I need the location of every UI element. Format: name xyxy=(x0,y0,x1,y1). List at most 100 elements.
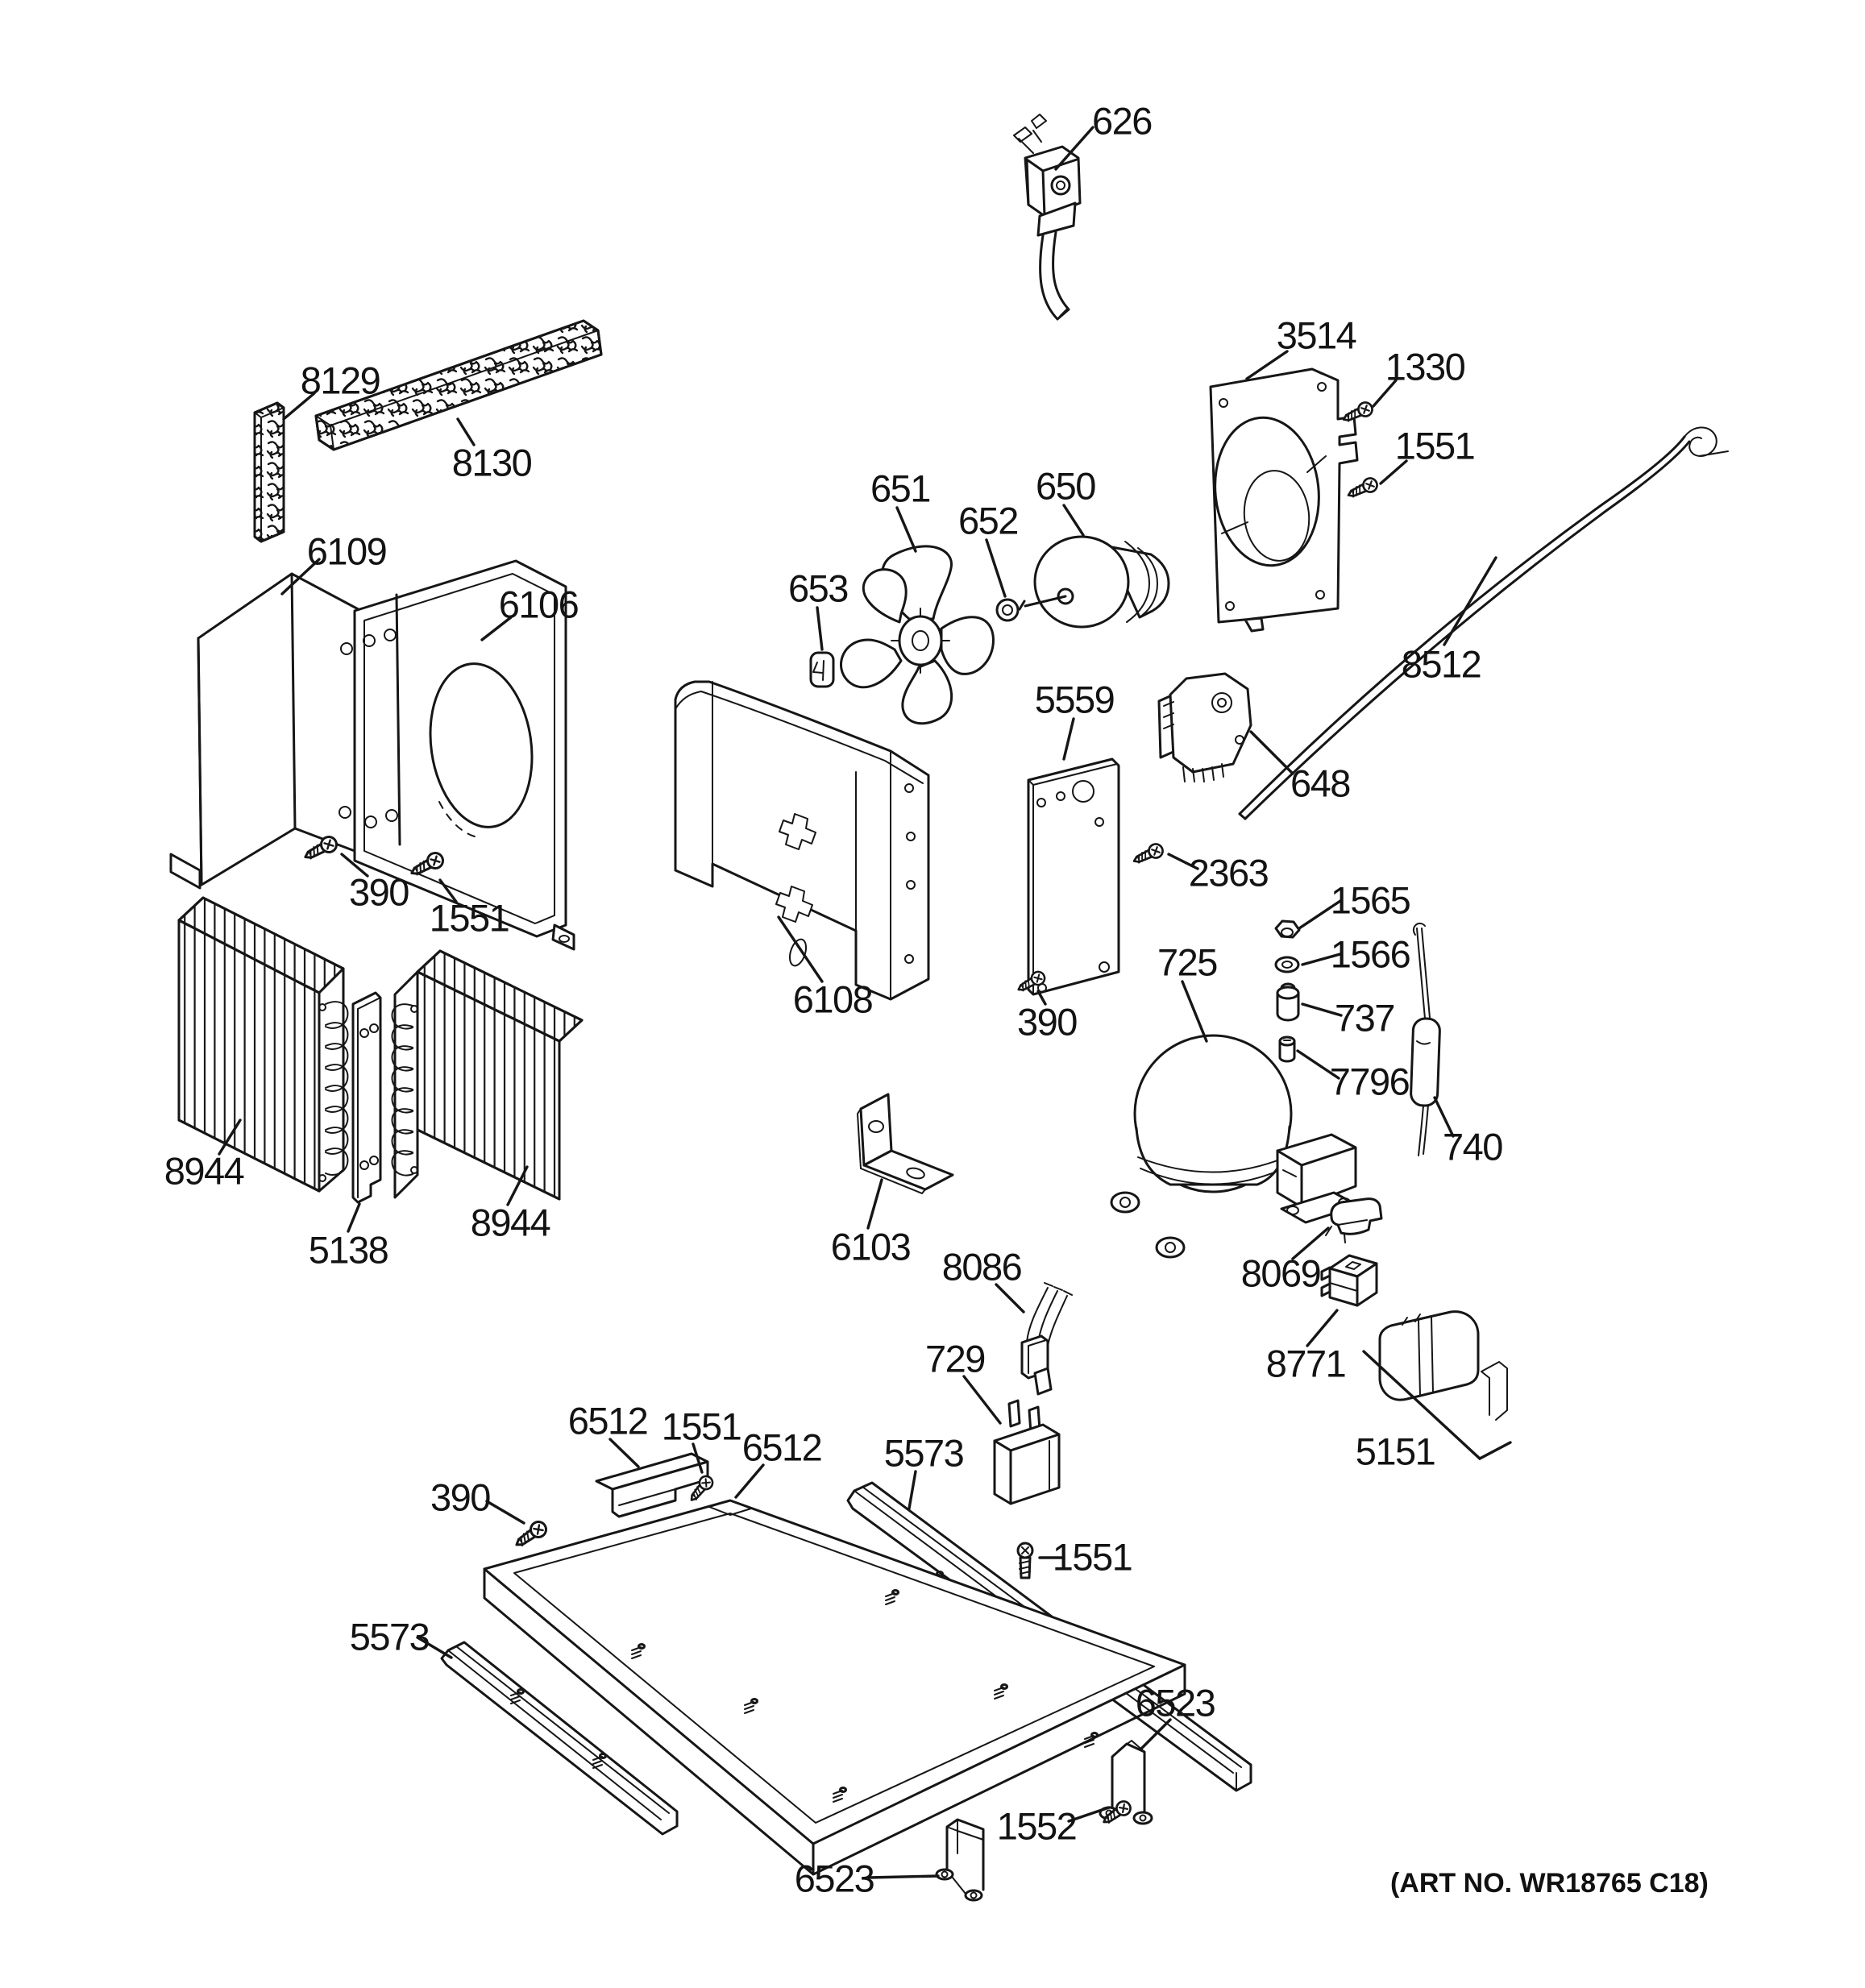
callout-8771-leader xyxy=(1306,1309,1339,1347)
part-1551-screw-bottom xyxy=(1016,1542,1034,1579)
callout-650-label: 650 xyxy=(1036,465,1095,508)
callout-1551-label: 1551 xyxy=(662,1405,741,1448)
callout-8086-label: 8086 xyxy=(942,1246,1022,1289)
callout-1330-leader xyxy=(1372,379,1398,408)
part-8086-harness xyxy=(1020,1282,1073,1396)
callout-5573-leader xyxy=(908,1470,917,1510)
callout-390-label: 390 xyxy=(430,1476,490,1519)
callout-7796-label: 7796 xyxy=(1330,1060,1410,1103)
part-8069-cover xyxy=(1325,1197,1383,1243)
callout-390-leader xyxy=(340,853,369,878)
callout-650-leader xyxy=(1062,504,1085,537)
callout-3514-label: 3514 xyxy=(1277,314,1356,357)
callout-5138-leader xyxy=(347,1202,361,1233)
part-8771-relay xyxy=(1320,1254,1378,1307)
callout-8944-leader xyxy=(218,1119,242,1156)
callout-1551-leader xyxy=(692,1442,704,1474)
callout-8069-label: 8069 xyxy=(1241,1252,1321,1295)
callout-8771-label: 8771 xyxy=(1266,1343,1346,1385)
callout-729-label: 729 xyxy=(925,1338,985,1380)
callout-6109-leader xyxy=(280,558,321,596)
callout-6106-leader xyxy=(480,616,513,641)
callout-6512-label: 6512 xyxy=(742,1426,822,1469)
callout-6523-label: 6523 xyxy=(795,1857,874,1900)
callout-5559-label: 5559 xyxy=(1035,679,1115,721)
callout-8129-label: 8129 xyxy=(301,359,380,402)
callout-390-label: 390 xyxy=(1017,1001,1077,1044)
part-8130-insulation xyxy=(314,319,603,451)
part-1565-nut xyxy=(1274,919,1301,939)
part-6512-clip xyxy=(595,1452,709,1518)
callout-8069-leader xyxy=(1291,1226,1330,1260)
callout-8944-label: 8944 xyxy=(164,1150,244,1193)
part-8129-insulation xyxy=(253,401,285,543)
callout-5151-label: 5151 xyxy=(1356,1430,1435,1473)
callout-6103-label: 6103 xyxy=(831,1226,911,1268)
callout-8944-leader xyxy=(506,1165,529,1206)
part-740-drier xyxy=(1410,922,1441,1156)
part-6523-bracket-bottom xyxy=(935,1818,985,1902)
callout-651-leader xyxy=(895,506,917,553)
part-5151-capacitor xyxy=(1378,1310,1508,1421)
callout-1330-label: 1330 xyxy=(1385,346,1465,388)
callout-1551-leader xyxy=(438,878,458,903)
callout-3514-leader xyxy=(1245,350,1289,380)
part-6512-pan xyxy=(483,1499,1186,1876)
part-7796-spacer xyxy=(1278,1036,1296,1063)
part-653-clip xyxy=(809,651,835,688)
callout-7796-leader xyxy=(1296,1049,1340,1080)
part-1566-washer xyxy=(1274,956,1300,973)
art-number: (ART NO. WR18765 C18) xyxy=(1390,1868,1709,1899)
callout-1551-label: 1551 xyxy=(1395,425,1475,467)
part-737-grommet xyxy=(1276,982,1300,1022)
callout-729-leader xyxy=(962,1375,1002,1425)
callout-737-label: 737 xyxy=(1335,997,1394,1040)
callout-5151-leader xyxy=(1362,1350,1512,1461)
callout-2363-label: 2363 xyxy=(1189,852,1269,894)
callout-652-leader xyxy=(985,538,1007,598)
callout-390-leader xyxy=(1036,990,1047,1006)
callout-6512-label: 6512 xyxy=(568,1400,648,1442)
part-1551-screw-top xyxy=(1344,475,1381,503)
part-390-screw-bottom xyxy=(511,1517,550,1553)
callout-390-label: 390 xyxy=(349,871,409,914)
callout-740-label: 740 xyxy=(1443,1126,1502,1168)
callout-5559-leader xyxy=(1062,717,1075,761)
callout-740-leader xyxy=(1433,1096,1455,1138)
part-8944-condenser-right xyxy=(391,949,584,1201)
callout-648-label: 648 xyxy=(1290,762,1350,805)
callout-1566-leader xyxy=(1301,952,1342,966)
part-650-fan-motor xyxy=(1018,535,1170,629)
callout-6523-label: 6523 xyxy=(1136,1682,1215,1724)
part-651-fan-blade xyxy=(839,545,995,725)
callout-651-label: 651 xyxy=(870,467,930,510)
callout-1565-label: 1565 xyxy=(1331,879,1410,922)
part-652-nut xyxy=(995,598,1020,622)
part-8944-condenser-left xyxy=(177,896,349,1193)
part-725-compressor xyxy=(1110,1034,1360,1259)
part-5573-rail-left xyxy=(440,1641,679,1836)
callout-725-label: 725 xyxy=(1157,941,1217,984)
callout-6109-label: 6109 xyxy=(307,530,387,573)
callout-2363-leader xyxy=(1167,853,1199,870)
callout-8129-leader xyxy=(282,392,316,421)
callout-8130-label: 8130 xyxy=(452,442,532,484)
callout-1551-label: 1551 xyxy=(430,897,509,940)
callout-6103-leader xyxy=(866,1178,883,1230)
callout-6108-leader xyxy=(777,915,824,983)
part-626-plug xyxy=(1013,114,1082,321)
callout-6523-leader xyxy=(867,1874,940,1879)
part-6109-panel xyxy=(169,572,369,890)
callout-leader-lines xyxy=(218,126,1512,1879)
callout-6512-leader xyxy=(734,1463,765,1499)
callout-5573-label: 5573 xyxy=(350,1616,430,1658)
part-2363-screw xyxy=(1130,840,1166,869)
callout-6512-leader xyxy=(609,1438,640,1468)
callout-653-leader xyxy=(816,606,824,651)
callout-1551-leader xyxy=(1379,459,1408,485)
callout-6523-leader xyxy=(1140,1718,1172,1750)
part-6106-fan-bracket xyxy=(353,559,575,951)
